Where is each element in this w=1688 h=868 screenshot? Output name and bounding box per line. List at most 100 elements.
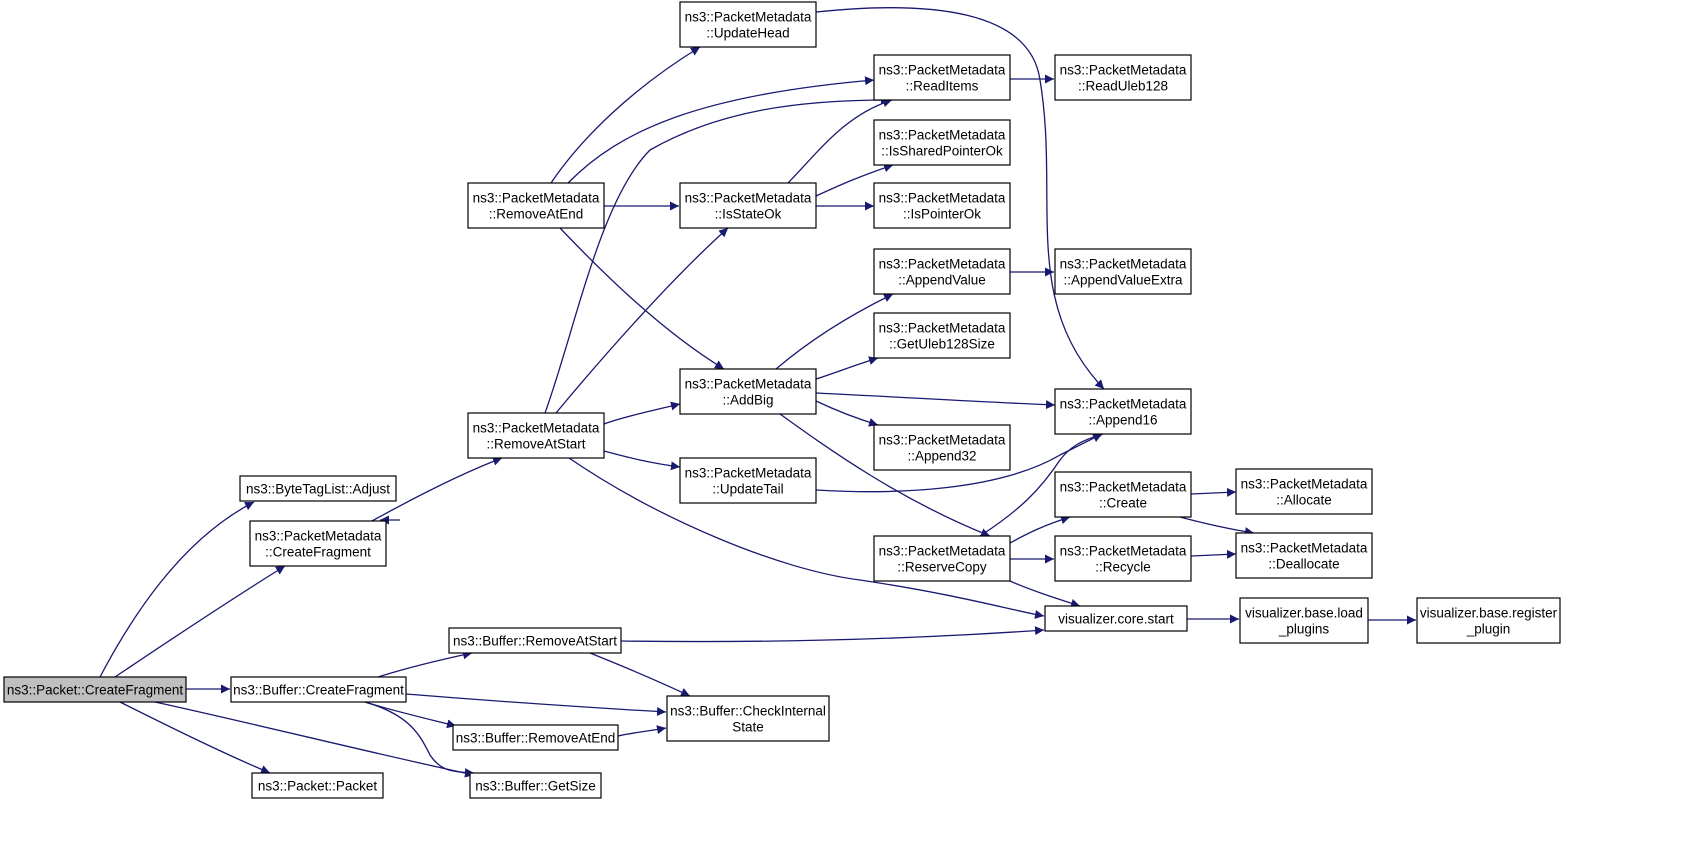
node-box — [1054, 54, 1192, 101]
edge-pm-removeatstart-to-visualizer-core-start — [568, 457, 1045, 619]
node-box — [679, 182, 817, 229]
node-buffer-createfragment[interactable]: ns3::Buffer::CreateFragment — [230, 676, 407, 703]
edge-buffer-removeatstart-to-visualizer-core-start — [620, 626, 1045, 643]
node-pm-create[interactable]: ns3::PacketMetadata::Create — [1054, 471, 1192, 518]
node-pm-allocate[interactable]: ns3::PacketMetadata::Allocate — [1235, 468, 1373, 515]
edge-pm-recycle-to-pm-deallocate — [1190, 549, 1237, 559]
edge-pm-isstateok-to-pm-issharedpointerok — [815, 163, 894, 197]
edge-buffer-createfragment-to-buffer-checkinternalstate — [405, 693, 667, 716]
node-box — [467, 412, 605, 459]
edge-line — [815, 7, 1105, 390]
node-label: ns3::Buffer::RemoveAtStart — [453, 634, 617, 649]
node-pm-reservecopy[interactable]: ns3::PacketMetadata::ReserveCopy — [873, 535, 1011, 582]
node-pm-issharedpointerok[interactable]: ns3::PacketMetadata::IsSharedPointerOk — [873, 119, 1011, 166]
edge-pm-reservecopy-to-visualizer-core-start — [1009, 580, 1081, 608]
node-label: ns3::Packet::CreateFragment — [7, 683, 184, 698]
node-pm-removeatend[interactable]: ns3::PacketMetadata::RemoveAtEnd — [467, 182, 605, 229]
node-label: ns3::PacketMetadata — [879, 321, 1006, 336]
node-pm-updatehead[interactable]: ns3::PacketMetadata::UpdateHead — [679, 1, 817, 48]
nodes-layer: ns3::Packet::CreateFragment ns3::ByteTagL… — [3, 1, 1561, 799]
node-pm-append32[interactable]: ns3::PacketMetadata::Append32 — [873, 424, 1011, 471]
node-buffer-removeatstart[interactable]: ns3::Buffer::RemoveAtStart — [448, 627, 622, 654]
edge-line — [815, 356, 879, 380]
edge-line — [603, 450, 681, 471]
node-packet-createfragment[interactable]: ns3::Packet::CreateFragment — [3, 676, 187, 703]
edges-layer — [99, 7, 1416, 778]
edge-line — [364, 701, 457, 729]
node-box — [1235, 532, 1373, 579]
edge-pm-updatehead-to-pm-append16 — [815, 7, 1105, 390]
edge-line — [555, 227, 729, 414]
node-label: ns3::Buffer::CreateFragment — [233, 683, 404, 698]
node-box — [452, 724, 619, 751]
node-label: _plugin — [1466, 622, 1511, 637]
node-label: ns3::PacketMetadata — [1060, 63, 1187, 78]
edge-buffer-removeatend-to-buffer-checkinternalstate — [617, 725, 667, 737]
node-box — [679, 1, 817, 48]
node-label: visualizer.base.register — [1420, 606, 1558, 621]
node-pm-addbig[interactable]: ns3::PacketMetadata::AddBig — [679, 368, 817, 415]
node-label: ns3::PacketMetadata — [1241, 541, 1368, 556]
node-pm-recycle[interactable]: ns3::PacketMetadata::Recycle — [1054, 535, 1192, 582]
node-box — [1054, 471, 1192, 518]
node-box — [239, 475, 397, 502]
edge-buffer-createfragment-to-buffer-removeatend — [364, 701, 457, 729]
edge-line — [815, 163, 894, 197]
node-label: visualizer.base.load — [1245, 606, 1363, 621]
node-label: ::AppendValueExtra — [1063, 273, 1183, 288]
node-pm-removeatstart[interactable]: ns3::PacketMetadata::RemoveAtStart — [467, 412, 605, 459]
edge-pm-addbig-to-pm-reservecopy — [779, 413, 991, 537]
node-buffer-removeatend[interactable]: ns3::Buffer::RemoveAtEnd — [452, 724, 619, 751]
node-box — [1054, 248, 1192, 295]
node-box — [1235, 468, 1373, 515]
edge-line — [787, 98, 893, 184]
edge-line — [1190, 487, 1237, 497]
node-pm-deallocate[interactable]: ns3::PacketMetadata::Deallocate — [1235, 532, 1373, 579]
node-box — [873, 182, 1011, 229]
node-label: ::CreateFragment — [265, 545, 371, 560]
edge-line — [815, 392, 1056, 410]
node-visualizer-base-register-plugin[interactable]: visualizer.base.register_plugin — [1416, 597, 1561, 644]
edge-line — [550, 46, 701, 184]
node-pm-isstateok[interactable]: ns3::PacketMetadata::IsStateOk — [679, 182, 817, 229]
edge-pm-addbig-to-pm-getuleb128size — [815, 356, 879, 380]
node-pm-appendvalue[interactable]: ns3::PacketMetadata::AppendValue — [873, 248, 1011, 295]
node-label: ::GetUleb128Size — [889, 337, 995, 352]
edge-line — [371, 457, 503, 522]
node-pm-getuleb128size[interactable]: ns3::PacketMetadata::GetUleb128Size — [873, 312, 1011, 359]
node-label: ::Recycle — [1095, 560, 1151, 575]
edge-pm-addbig-to-pm-append16 — [815, 392, 1056, 410]
node-pm-readuleb128[interactable]: ns3::PacketMetadata::ReadUleb128 — [1054, 54, 1192, 101]
node-box — [1416, 597, 1561, 644]
edge-pm-create-to-pm-deallocate — [1179, 516, 1255, 537]
node-label: ns3::Buffer::CheckInternal — [670, 704, 826, 719]
edge-line — [559, 227, 725, 370]
node-pm-appendvalueextra[interactable]: ns3::PacketMetadata::AppendValueExtra — [1054, 248, 1192, 295]
node-label: ns3::PacketMetadata — [1060, 544, 1187, 559]
node-box — [249, 520, 387, 567]
node-pm-createfragment[interactable]: ns3::PacketMetadata::CreateFragment — [249, 520, 387, 567]
node-buffer-getsize[interactable]: ns3::Buffer::GetSize — [469, 772, 602, 799]
edge-packet-createfragment-to-buffer-getsize — [154, 701, 475, 778]
node-visualizer-core-start[interactable]: visualizer.core.start — [1044, 605, 1188, 632]
node-label: ::Allocate — [1276, 493, 1332, 508]
node-pm-readitems[interactable]: ns3::PacketMetadata::ReadItems — [873, 54, 1011, 101]
node-bytetaglist-adjust[interactable]: ns3::ByteTagList::Adjust — [239, 475, 397, 502]
node-packet-packet[interactable]: ns3::Packet::Packet — [251, 772, 384, 799]
node-visualizer-base-load-plugins[interactable]: visualizer.base.load_plugins — [1239, 597, 1369, 644]
node-pm-ispointerok[interactable]: ns3::PacketMetadata::IsPointerOk — [873, 182, 1011, 229]
node-label: ::IsPointerOk — [903, 207, 981, 222]
edge-buffer-removeatstart-to-buffer-checkinternalstate — [589, 652, 691, 697]
node-pm-append16[interactable]: ns3::PacketMetadata::Append16 — [1054, 388, 1192, 435]
node-label: State — [732, 720, 764, 735]
edge-line — [568, 457, 1045, 619]
edge-line — [779, 413, 991, 537]
node-box — [679, 457, 817, 504]
edge-line — [979, 432, 1104, 537]
edge-pm-removeatstart-to-pm-addbig — [603, 401, 681, 425]
node-pm-updatetail[interactable]: ns3::PacketMetadata::UpdateTail — [679, 457, 817, 504]
node-box — [469, 772, 602, 799]
edge-pm-removeatend-to-pm-addbig — [559, 227, 725, 370]
node-label: ::ReserveCopy — [897, 560, 987, 575]
